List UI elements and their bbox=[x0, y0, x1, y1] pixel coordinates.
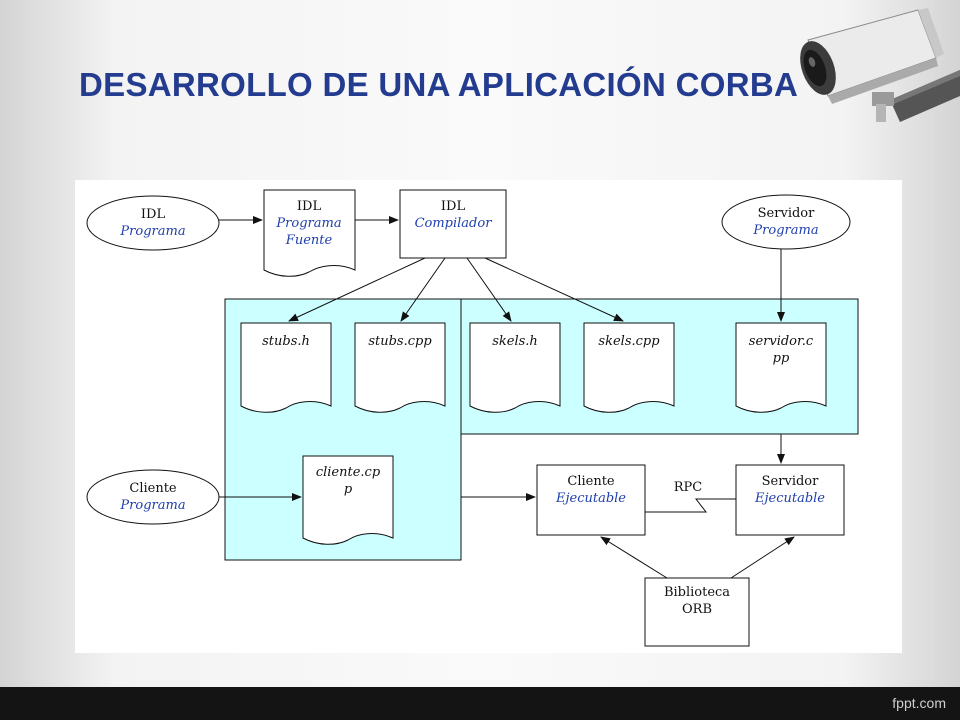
servidor-cpp-doc: servidor.c pp bbox=[735, 322, 827, 413]
cliente-cpp-doc: cliente.cp p bbox=[302, 455, 394, 545]
idl-programa-node: IDL Programa bbox=[86, 195, 220, 251]
skels-h-label: skels.h bbox=[492, 334, 538, 349]
servidor-ejecutable-label-2: Ejecutable bbox=[754, 491, 825, 506]
stubs-cpp-doc: stubs.cpp bbox=[354, 322, 446, 413]
arrow-compilador-to-stubs-cpp bbox=[400, 257, 446, 322]
skels-h-doc: skels.h bbox=[469, 322, 561, 413]
stubs-h-doc: stubs.h bbox=[240, 322, 332, 413]
arrow-compilador-to-skels-cpp bbox=[484, 257, 624, 322]
biblioteca-orb-node: Biblioteca ORB bbox=[644, 577, 750, 647]
idl-programa-label-1: IDL bbox=[141, 207, 166, 222]
biblioteca-orb-label-1: Biblioteca bbox=[664, 585, 730, 600]
cliente-cpp-label-1: cliente.cp bbox=[316, 465, 381, 480]
footer-brand: fppt.com bbox=[892, 695, 946, 711]
idl-compilador-label-2: Compilador bbox=[415, 216, 493, 231]
footer-bar: fppt.com bbox=[0, 687, 960, 720]
cliente-programa-node: Cliente Programa bbox=[86, 469, 220, 525]
cliente-ejecutable-label-2: Ejecutable bbox=[555, 491, 626, 506]
rpc-connector bbox=[645, 498, 736, 513]
arrow-orb-to-cliente-ejecutable bbox=[600, 536, 668, 579]
cliente-programa-label-1: Cliente bbox=[129, 481, 177, 496]
servidor-cpp-label-2: pp bbox=[773, 351, 790, 366]
skels-cpp-doc: skels.cpp bbox=[583, 322, 675, 413]
servidor-programa-node: Servidor Programa bbox=[721, 194, 851, 250]
idl-programa-label-2: Programa bbox=[119, 224, 185, 239]
idl-fuente-label-3: Fuente bbox=[285, 233, 333, 248]
cliente-programa-label-2: Programa bbox=[119, 498, 185, 513]
cliente-ejecutable-label-1: Cliente bbox=[567, 474, 615, 489]
idl-fuente-label-1: IDL bbox=[297, 199, 322, 214]
cliente-ejecutable-node: Cliente Ejecutable bbox=[536, 464, 646, 536]
arrow-compilador-to-skels-h bbox=[466, 257, 512, 322]
idl-fuente-label-2: Programa bbox=[275, 216, 341, 231]
cliente-cpp-label-2: p bbox=[344, 482, 353, 497]
idl-compilador-node: IDL Compilador bbox=[399, 189, 507, 259]
servidor-ejecutable-label-1: Servidor bbox=[762, 474, 819, 489]
arrow-compilador-to-stubs-h bbox=[288, 257, 426, 322]
rpc-label: RPC bbox=[674, 480, 703, 495]
servidor-ejecutable-node: Servidor Ejecutable bbox=[735, 464, 845, 536]
biblioteca-orb-label-2: ORB bbox=[682, 602, 712, 617]
slide-title: DESARROLLO DE UNA APLICACIÓN CORBA bbox=[79, 66, 799, 103]
stubs-cpp-label: stubs.cpp bbox=[368, 334, 432, 349]
idl-compilador-label-1: IDL bbox=[441, 199, 466, 214]
skels-cpp-label: skels.cpp bbox=[598, 334, 660, 349]
servidor-programa-label-2: Programa bbox=[752, 223, 818, 238]
idl-programa-fuente-doc: IDL Programa Fuente bbox=[263, 189, 356, 277]
corba-diagram: IDL Programa IDL Programa Fuente IDL Com… bbox=[75, 180, 902, 653]
servidor-cpp-label-1: servidor.c bbox=[749, 334, 814, 349]
stubs-h-label: stubs.h bbox=[262, 334, 310, 349]
servidor-programa-label-1: Servidor bbox=[758, 206, 815, 221]
arrow-orb-to-servidor-ejecutable bbox=[730, 536, 795, 579]
security-camera-icon bbox=[800, 8, 960, 122]
